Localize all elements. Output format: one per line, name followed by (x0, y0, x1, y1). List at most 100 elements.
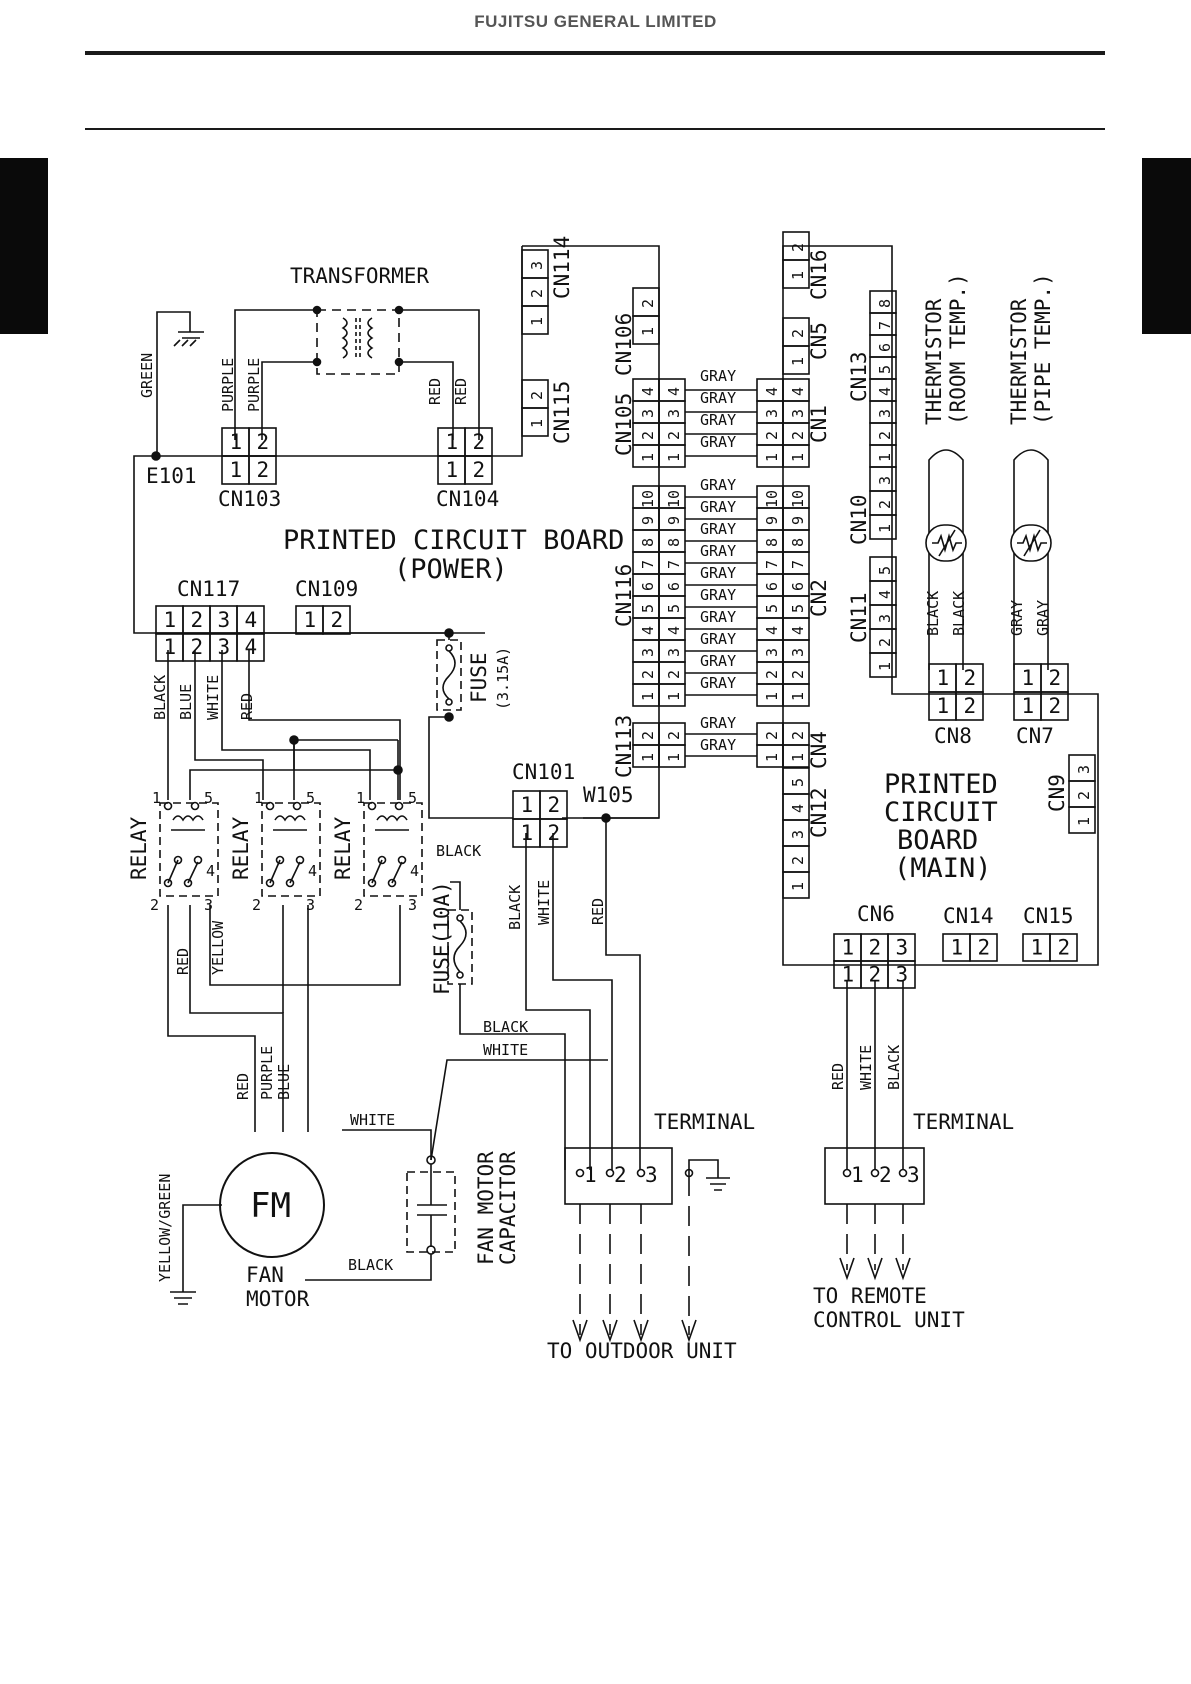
relay-pin-3: 3 (408, 896, 417, 914)
fuse-10a (447, 909, 566, 1170)
cn104-upper-pin-label: 1 (446, 430, 459, 454)
cn116-label: CN116 (612, 564, 636, 627)
thermistor-pipe-symbol (1010, 449, 1052, 670)
cn12-pin-label: 5 (789, 778, 807, 787)
cn6-remote-wires (824, 980, 925, 1281)
cn113-label: CN113 (612, 715, 636, 778)
cn12-pin-label: 3 (789, 830, 807, 839)
cn104-upper-pin-label: 2 (473, 430, 486, 454)
capacitor-line2: CAPACITOR (496, 1151, 520, 1265)
header-rule-bottom (85, 128, 1105, 130)
relay-pin-2: 2 (252, 896, 261, 914)
cn7-lower-pin-label: 1 (1022, 694, 1035, 718)
cn12-pin (782, 767, 810, 795)
cn116-outer-pin-label: 3 (665, 648, 683, 657)
transformer-symbol (234, 305, 480, 440)
e101-label: E101 (146, 464, 197, 488)
fan-motor-line1: FAN (246, 1263, 284, 1287)
cn116-inner-pin-label: 2 (639, 670, 657, 679)
cn117-lower-pin-label: 4 (245, 635, 258, 659)
thermistor-pipe-gray-2: GRAY (1034, 600, 1052, 636)
cn6-lower-pin-label: 2 (869, 963, 882, 987)
cn113-inner: 12 (632, 722, 660, 768)
cn2-outer-pin-label: 1 (763, 692, 781, 701)
cn14-pin-label: 1 (951, 936, 964, 960)
fan-capacitor (305, 1059, 608, 1281)
terminal-remote-2: 2 (879, 1163, 892, 1187)
fuse-white-label: WHITE (483, 1041, 528, 1059)
cn116-inner-pin-label: 7 (639, 560, 657, 569)
thermistor-room-line1: THERMISTOR (922, 298, 946, 425)
cn116-inner-pin-label: 3 (639, 648, 657, 657)
relay-pin-4: 4 (410, 862, 419, 880)
cn13-label: CN13 (847, 351, 871, 402)
cn8-lower-pin-label: 2 (964, 694, 977, 718)
company-header: FUJITSU GENERAL LIMITED (474, 12, 717, 31)
cn104-label: CN104 (436, 487, 499, 511)
right-page-tab (1142, 158, 1191, 334)
cn105-outer-pin-label: 2 (665, 431, 683, 440)
cn4-inner: 12 (782, 722, 810, 768)
cn13-pin-label: 7 (876, 321, 894, 330)
gray-wire-label: GRAY (700, 542, 736, 560)
cn109-pin (322, 605, 351, 635)
fuse-main-line1: FUSE (467, 652, 491, 703)
cn9-pin-label: 1 (1075, 817, 1093, 826)
cn4-inner-pin-label: 1 (789, 753, 807, 762)
terminal-outdoor-3: 3 (645, 1163, 658, 1187)
cn106-pin (632, 287, 660, 317)
cn6-lower-pin (887, 960, 916, 989)
cn116-outer-pin-label: 10 (665, 490, 683, 508)
cn5-pin-label: 1 (789, 357, 807, 366)
cn2-inner-pin-label: 8 (789, 538, 807, 547)
cn13-pin-label: 1 (876, 453, 894, 462)
cn2-outer-pin-label: 3 (763, 648, 781, 657)
cn1-outer-pin-label: 4 (763, 387, 781, 396)
cn2-outer-pin-label: 9 (763, 516, 781, 525)
cn106-pin-label: 2 (639, 299, 657, 308)
remote-white-label: WHITE (857, 1045, 875, 1090)
gray-wire-label: GRAY (700, 652, 736, 670)
w105-label: W105 (583, 783, 634, 807)
cn104-lower-pin (464, 455, 493, 485)
cn117-lower-pin (236, 632, 265, 662)
relay-label: RELAY (331, 816, 355, 880)
cn116-inner-pin-label: 6 (639, 582, 657, 591)
cn1-inner-pin-label: 2 (789, 431, 807, 440)
cn101-upper-pin-label: 2 (548, 793, 561, 817)
cn2-label: CN2 (807, 579, 831, 617)
cn10-label: CN10 (847, 494, 871, 545)
cn2-inner-pin (782, 485, 810, 509)
cn115-pin-label: 2 (528, 391, 546, 400)
gray-wire-label: GRAY (700, 433, 736, 451)
motor-purple-label: PURPLE (258, 1046, 276, 1100)
cn114-pin-label: 1 (528, 317, 546, 326)
terminal-outdoor-label: TERMINAL (654, 1110, 755, 1134)
cn105-outer-pin-label: 1 (665, 453, 683, 462)
cn117-white-label: WHITE (204, 675, 222, 720)
cn8-label: CN8 (934, 724, 972, 748)
cn4-inner-pin (782, 722, 810, 746)
fan-motor-symbol (170, 1152, 325, 1305)
cn12-pin-label: 1 (789, 882, 807, 891)
cn116-inner-pin-label: 5 (639, 604, 657, 613)
gray-wire-label: GRAY (700, 389, 736, 407)
cn103-lower-pin-label: 1 (230, 458, 243, 482)
cap-black-label: BLACK (348, 1256, 393, 1274)
cn9-pin-label: 3 (1075, 765, 1093, 774)
cn1-label: CN1 (807, 405, 831, 443)
cn103-label: CN103 (218, 487, 281, 511)
cn2-outer-pin-label: 10 (763, 490, 781, 508)
cn1-outer-pin-label: 3 (763, 409, 781, 418)
cn16-label: CN16 (807, 249, 831, 300)
cn7-upper-pin-label: 2 (1049, 666, 1062, 690)
cn2-inner-pin-label: 5 (789, 604, 807, 613)
cn117-upper-pin-label: 2 (191, 608, 204, 632)
cn116-inner-pin-label: 4 (639, 626, 657, 635)
terminal-outdoor-2: 2 (614, 1163, 627, 1187)
